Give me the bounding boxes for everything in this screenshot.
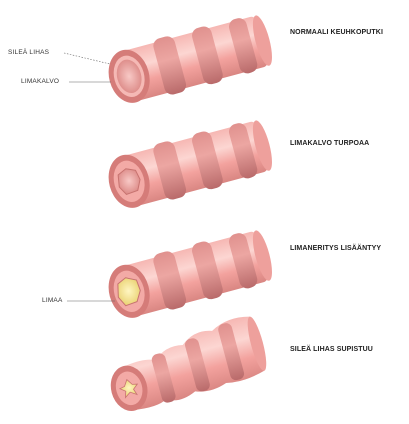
leader-smooth-muscle: [64, 53, 110, 64]
label-smooth-muscle: SILEÄ LIHAS: [8, 49, 49, 56]
stage-title-constriction: SILEÄ LIHAS SUPISTUU: [290, 346, 373, 353]
constricted-bronchus: [101, 313, 271, 416]
mucus-bronchus: [102, 226, 276, 325]
label-mucus: LIMAA: [42, 297, 63, 304]
stage-title-normal: NORMAALI KEUHKOPUTKI: [290, 29, 383, 36]
swollen-mucosa-bronchus: [102, 116, 276, 215]
stage-title-mucus: LIMANERITYS LISÄÄNTYY: [290, 245, 381, 252]
normal-bronchus: [102, 11, 276, 110]
label-mucosa: LIMAKALVO: [21, 78, 59, 85]
stage-title-swollen-mucosa: LIMAKALVO TURPOAA: [290, 140, 369, 147]
